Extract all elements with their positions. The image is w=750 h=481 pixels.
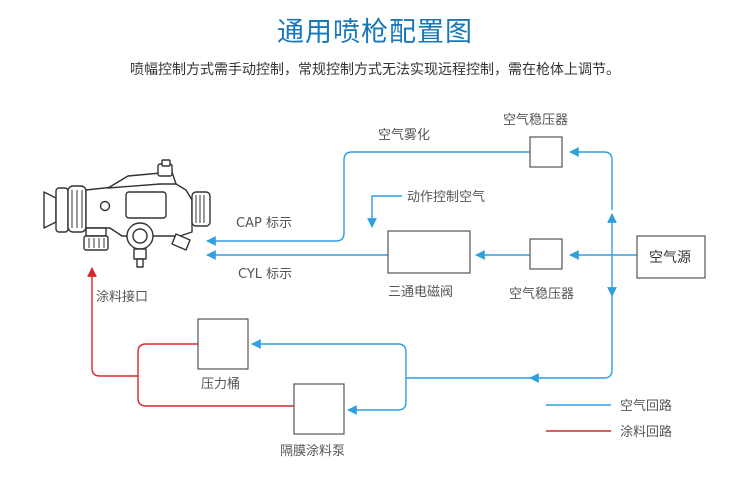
- spray-gun-icon: [43, 159, 211, 268]
- air-atomization-label: 空气雾化: [378, 127, 430, 143]
- diaphragm-pump: [293, 383, 345, 435]
- legend: 空气回路 涂料回路: [546, 398, 672, 440]
- air-line-trunk-bottom: [529, 296, 613, 383]
- paint-line-tank: [137, 343, 198, 376]
- air-line-cap: [206, 151, 530, 246]
- paint-line-pump: [137, 376, 294, 407]
- diaphragm-pump-label: 隔膜涂料泵: [280, 443, 345, 459]
- page-subtitle: 喷幅控制方式需手动控制，常规控制方式无法实现远程控制，需在枪体上调节。: [130, 62, 620, 78]
- page-title: 通用喷枪配置图: [277, 17, 473, 48]
- air-line-to-pressure-tank: [251, 339, 407, 378]
- paint-line-to-gun: [87, 267, 138, 377]
- air-regulator-bottom: [529, 238, 563, 270]
- air-line-trunk-top: [569, 147, 613, 210]
- air-line-to-pump: [347, 378, 407, 415]
- legend-paint-label: 涂料回路: [620, 424, 672, 440]
- air-line-action-control: [367, 195, 402, 228]
- paint-inlet-label: 涂料接口: [96, 289, 148, 305]
- cap-label: CAP 标示: [236, 216, 292, 231]
- pressure-tank: [197, 318, 249, 370]
- action-control-air-label: 动作控制空气: [407, 189, 485, 205]
- air-source: [636, 235, 706, 279]
- air-source-label: 空气源: [649, 250, 691, 266]
- solenoid-valve-label: 三通电磁阀: [388, 285, 453, 300]
- pressure-tank-label: 压力桶: [201, 377, 240, 392]
- cyl-label: CYL 标示: [238, 267, 292, 282]
- three-way-solenoid-valve: [387, 230, 471, 274]
- legend-air-label: 空气回路: [620, 398, 672, 414]
- air-regulator-top: [529, 136, 563, 168]
- regulator-bottom-label: 空气稳压器: [509, 286, 574, 302]
- regulator-top-label: 空气稳压器: [503, 112, 568, 128]
